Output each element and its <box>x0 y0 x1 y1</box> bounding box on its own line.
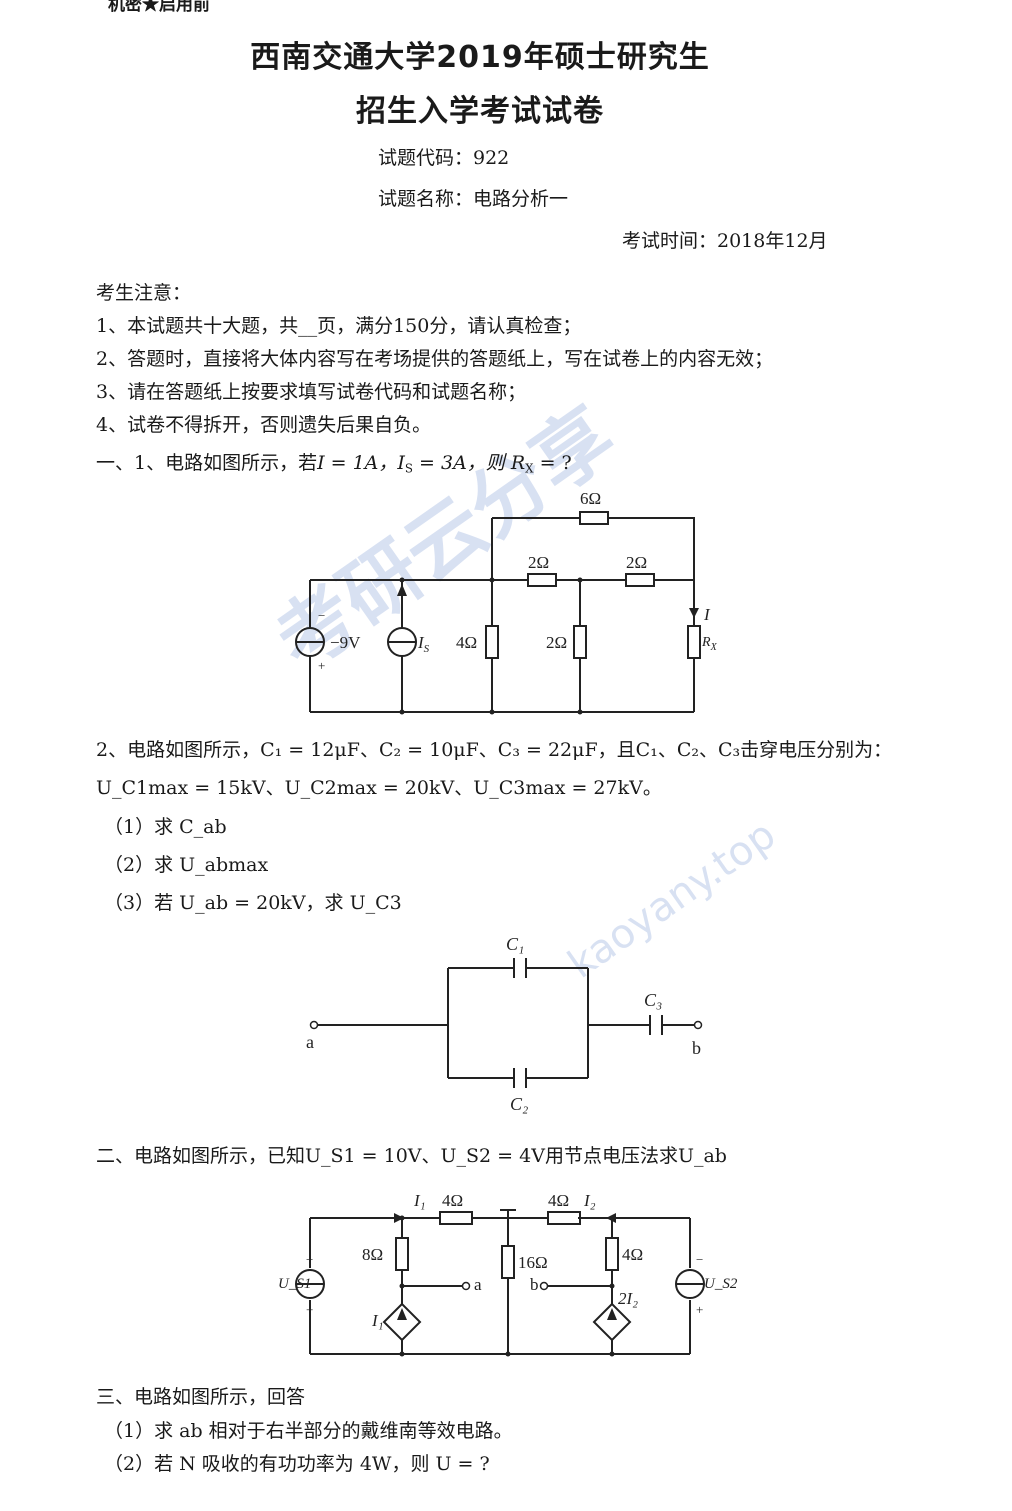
resistor-2ohm-c <box>573 625 587 659</box>
label-i2: I₂ <box>583 1191 596 1210</box>
terminal-a <box>309 1020 319 1030</box>
q1-2-line1: 2、电路如图所示，C₁ = 12μF、C₂ = 10μF、C₃ = 22μF，且… <box>96 739 893 761</box>
label-us2-plus: + <box>696 1302 703 1317</box>
q2-text: 二、电路如图所示，已知U_S1 = 10V、U_S2 = 4V用节点电压法求U_… <box>96 1145 727 1167</box>
label-8ohm: 8Ω <box>362 1245 383 1264</box>
label-us1-plus: + <box>306 1302 313 1317</box>
exam-code: 试题代码：922 <box>378 147 510 169</box>
label-4ohm-left: 4Ω <box>442 1191 463 1210</box>
label-is: IS <box>417 633 430 655</box>
secret-mark: 机密★启用前 <box>108 0 210 15</box>
q3-sub1: （1）求 ab 相对于右半部分的戴维南等效电路。 <box>104 1420 513 1442</box>
circuit-3-diagram: I₁ 4Ω 4Ω I₂ 8Ω 16Ω 4Ω U_S1 U_S2 a b I₁ 2… <box>278 1191 738 1357</box>
exam-name: 试题名称：电路分析一 <box>378 188 569 210</box>
label-i1-top: I₁ <box>413 1191 426 1210</box>
resistor-6ohm <box>579 511 609 525</box>
label-b: b <box>692 1038 701 1058</box>
capacitor-c1 <box>513 958 527 978</box>
label-vsrc-plus: + <box>318 658 325 673</box>
label-2ohm-b: 2Ω <box>626 553 647 572</box>
q1-2-sub2: （2）求 U_abmax <box>104 854 269 876</box>
q3-sub2: （2）若 N 吸收的有功功率为 4W，则 U = ? <box>104 1453 490 1475</box>
resistor-2ohm-a <box>527 573 557 587</box>
notice-heading: 考生注意： <box>96 282 192 304</box>
label-dep-i1: I₁ <box>371 1311 384 1330</box>
q3-heading: 三、电路如图所示，回答 <box>96 1386 306 1408</box>
resistor-8ohm <box>395 1237 409 1271</box>
circuit-1-diagram: 6Ω 2Ω 2Ω 4Ω 2Ω −9V − + IS I RX <box>295 489 718 715</box>
label-minus-9v: −9V <box>330 633 361 652</box>
label-4ohm-right: 4Ω <box>548 1191 569 1210</box>
circuit-2-diagram: C₁ C₂ C₃ a b <box>306 934 703 1114</box>
terminal-b <box>539 1281 549 1291</box>
resistor-4ohm-vert <box>605 1237 619 1271</box>
label-us2: U_S2 <box>704 1276 738 1292</box>
label-4ohm-vert: 4Ω <box>622 1245 643 1264</box>
q1-1-text: 一、1、电路如图所示，若I = 1A，IS = 3A，则 RX = ? <box>96 452 572 476</box>
label-a: a <box>306 1032 314 1052</box>
capacitor-c3 <box>649 1015 663 1035</box>
label-4ohm: 4Ω <box>456 633 477 652</box>
capacitor-c2 <box>513 1068 527 1088</box>
notice-item-2: 2、答题时，直接将大体内容写在考场提供的答题纸上，写在试卷上的内容无效； <box>96 348 774 370</box>
dependent-source-i1 <box>382 1302 422 1342</box>
current-source-arrow <box>397 584 407 596</box>
resistor-rx <box>687 625 701 659</box>
label-c3: C₃ <box>644 990 662 1010</box>
dependent-source-2i2 <box>592 1302 632 1342</box>
q1-2-sub3: （3）若 U_ab = 20kV，求 U_C3 <box>104 892 402 914</box>
notice-item-4: 4、试卷不得拆开，否则遗失后果自负。 <box>96 414 432 436</box>
label-c1: C₁ <box>506 934 524 954</box>
exam-title-line1: 西南交通大学2019年硕士研究生 <box>250 40 710 75</box>
exam-time: 考试时间：2018年12月 <box>622 230 828 252</box>
terminal-a <box>461 1281 471 1291</box>
resistor-2ohm-b <box>625 573 655 587</box>
label-c2: C₂ <box>510 1094 528 1114</box>
terminal-b <box>693 1020 703 1030</box>
label-vsrc-minus: − <box>318 608 325 623</box>
label-2ohm-c: 2Ω <box>546 633 567 652</box>
notice-item-3: 3、请在答题纸上按要求填写试卷代码和试题名称； <box>96 381 527 403</box>
exam-title-line2: 招生入学考试试卷 <box>356 94 604 129</box>
label-rx: RX <box>701 635 718 653</box>
label-2ohm-a: 2Ω <box>528 553 549 572</box>
label-dep-2i2: 2I₂ <box>618 1289 638 1308</box>
label-us1: U_S1 <box>278 1276 311 1292</box>
label-us1-minus: − <box>306 1252 313 1267</box>
label-a: a <box>474 1275 482 1294</box>
resistor-4ohm-right <box>547 1211 581 1225</box>
label-6ohm: 6Ω <box>580 489 601 508</box>
resistor-4ohm <box>485 625 499 659</box>
notice-item-1: 1、本试题共十大题，共__页，满分150分，请认真检查； <box>96 315 582 337</box>
resistor-4ohm-left <box>439 1211 473 1225</box>
label-b: b <box>530 1275 539 1294</box>
label-16ohm: 16Ω <box>518 1253 548 1272</box>
label-us2-minus: − <box>696 1252 703 1267</box>
current-i-arrow <box>689 608 699 618</box>
label-i: I <box>703 605 711 624</box>
resistor-16ohm <box>501 1245 515 1279</box>
q1-2-line2: U_C1max = 15kV、U_C2max = 20kV、U_C3max = … <box>96 777 662 799</box>
q1-2-sub1: （1）求 C_ab <box>104 816 227 838</box>
